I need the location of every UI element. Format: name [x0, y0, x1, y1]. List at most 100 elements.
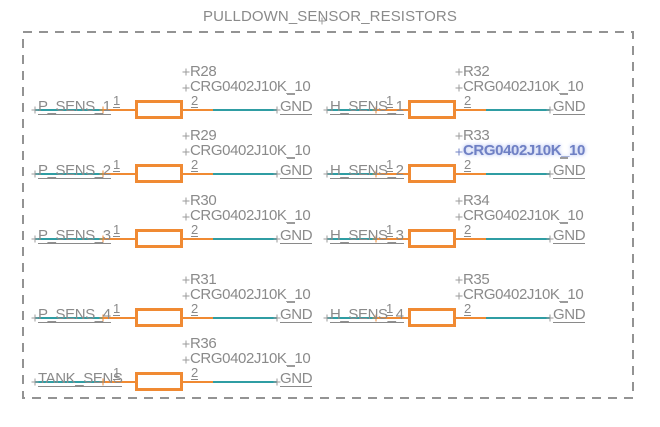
net-label[interactable]: H_SENS_1 — [330, 98, 404, 115]
component-value[interactable]: CRG0402J10K_10 — [190, 207, 311, 224]
net-wire[interactable] — [35, 109, 103, 111]
net-wire[interactable] — [35, 317, 103, 319]
reference-designator[interactable]: R31 — [190, 271, 217, 288]
net-wire[interactable] — [35, 381, 103, 383]
value-origin-cross-icon — [455, 84, 463, 92]
pin-number-1: 1 — [386, 93, 394, 108]
gnd-label[interactable]: GND — [280, 162, 313, 179]
gnd-origin-cross-icon — [273, 235, 281, 243]
net-origin-cross-icon — [31, 378, 39, 386]
net-label[interactable]: P_SENS_2 — [38, 162, 111, 179]
pin1-stub[interactable] — [103, 317, 135, 319]
reference-designator[interactable]: R28 — [190, 63, 217, 80]
pin2-stub[interactable] — [183, 238, 213, 240]
gnd-label[interactable]: GND — [553, 162, 586, 179]
gnd-wire[interactable] — [213, 381, 277, 383]
gnd-tick — [287, 157, 295, 159]
component-value[interactable]: CRG0402J10K_10 — [190, 350, 311, 367]
value-origin-cross-icon — [182, 292, 190, 300]
resistor-body[interactable] — [135, 164, 183, 183]
component-value[interactable]: CRG0402J10K_10 — [463, 142, 585, 159]
pin1-stub[interactable] — [376, 317, 408, 319]
gnd-label[interactable]: GND — [280, 98, 313, 115]
gnd-wire[interactable] — [213, 238, 277, 240]
gnd-label[interactable]: GND — [280, 227, 313, 244]
pin1-stub[interactable] — [103, 381, 135, 383]
gnd-label[interactable]: GND — [280, 370, 313, 387]
resistor-body[interactable] — [135, 100, 183, 119]
gnd-label[interactable]: GND — [280, 306, 313, 323]
pin-number-2: 2 — [191, 157, 199, 172]
component-value[interactable]: CRG0402J10K_10 — [463, 286, 584, 303]
reference-designator[interactable]: R35 — [463, 271, 490, 288]
net-wire[interactable] — [327, 109, 376, 111]
pin1-stub[interactable] — [103, 173, 135, 175]
reference-designator[interactable]: R34 — [463, 192, 490, 209]
gnd-wire[interactable] — [486, 173, 550, 175]
pin2-stub[interactable] — [456, 173, 486, 175]
gnd-label[interactable]: GND — [553, 306, 586, 323]
gnd-wire[interactable] — [486, 317, 550, 319]
net-wire[interactable] — [35, 173, 103, 175]
pin2-stub[interactable] — [183, 381, 213, 383]
pin-number-1: 1 — [113, 301, 121, 316]
pin2-stub[interactable] — [456, 238, 486, 240]
ref-origin-cross-icon — [182, 276, 190, 284]
resistor-body[interactable] — [135, 308, 183, 327]
component-value[interactable]: CRG0402J10K_10 — [463, 78, 584, 95]
reference-designator[interactable]: R33 — [463, 127, 490, 144]
pin1-stub[interactable] — [103, 238, 135, 240]
net-label[interactable]: P_SENS_1 — [38, 98, 111, 115]
gnd-tick — [560, 301, 568, 303]
resistor-body[interactable] — [408, 308, 456, 327]
gnd-label[interactable]: GND — [553, 227, 586, 244]
pin-junction-cross-icon — [99, 378, 107, 386]
pin2-stub[interactable] — [456, 109, 486, 111]
pin2-stub[interactable] — [183, 317, 213, 319]
sheet-title[interactable]: PULLDOWN_SENSOR_RESISTORS — [203, 8, 457, 25]
pin1-stub[interactable] — [103, 109, 135, 111]
net-label[interactable]: TANK_SENS — [38, 370, 123, 387]
pin1-stub[interactable] — [376, 238, 408, 240]
component-value[interactable]: CRG0402J10K_10 — [190, 142, 311, 159]
gnd-wire[interactable] — [213, 317, 277, 319]
value-origin-cross-icon — [182, 84, 190, 92]
pin2-stub[interactable] — [183, 173, 213, 175]
reference-designator[interactable]: R36 — [190, 335, 217, 352]
net-label[interactable]: P_SENS_4 — [38, 306, 111, 323]
component-value[interactable]: CRG0402J10K_10 — [190, 78, 311, 95]
resistor-body[interactable] — [408, 164, 456, 183]
net-label[interactable]: H_SENS_2 — [330, 162, 404, 179]
resistor-body[interactable] — [408, 229, 456, 248]
net-wire[interactable] — [327, 238, 376, 240]
reference-designator[interactable]: R29 — [190, 127, 217, 144]
resistor-body[interactable] — [135, 229, 183, 248]
component-value[interactable]: CRG0402J10K_10 — [463, 207, 584, 224]
pin2-stub[interactable] — [456, 317, 486, 319]
gnd-tick — [287, 365, 295, 367]
sheet-border[interactable] — [22, 31, 634, 399]
reference-designator[interactable]: R30 — [190, 192, 217, 209]
net-label[interactable]: H_SENS_4 — [330, 306, 404, 323]
net-wire[interactable] — [327, 317, 376, 319]
pin1-stub[interactable] — [376, 109, 408, 111]
component-value[interactable]: CRG0402J10K_10 — [190, 286, 311, 303]
resistor-body[interactable] — [408, 100, 456, 119]
gnd-origin-cross-icon — [546, 106, 554, 114]
net-wire[interactable] — [327, 173, 376, 175]
reference-designator[interactable]: R32 — [463, 63, 490, 80]
gnd-wire[interactable] — [486, 109, 550, 111]
net-label[interactable]: H_SENS_3 — [330, 227, 404, 244]
gnd-wire[interactable] — [213, 109, 277, 111]
resistor-body[interactable] — [135, 372, 183, 391]
net-wire[interactable] — [35, 238, 103, 240]
gnd-wire[interactable] — [213, 173, 277, 175]
gnd-origin-cross-icon — [273, 378, 281, 386]
net-label[interactable]: P_SENS_3 — [38, 227, 111, 244]
gnd-label[interactable]: GND — [553, 98, 586, 115]
gnd-wire[interactable] — [486, 238, 550, 240]
pin2-stub[interactable] — [183, 109, 213, 111]
pin-number-2: 2 — [464, 93, 472, 108]
pin1-stub[interactable] — [376, 173, 408, 175]
